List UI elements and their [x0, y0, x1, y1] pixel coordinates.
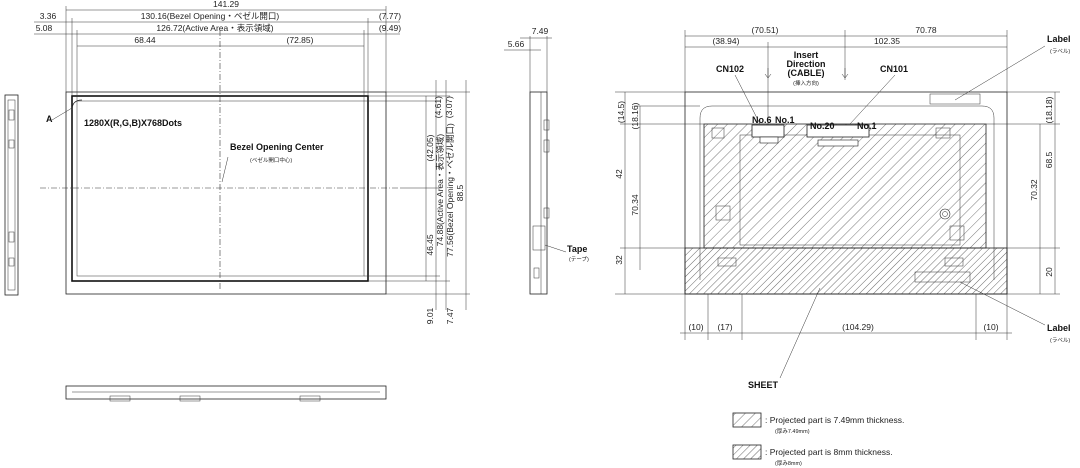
bottom-edge-view [65, 385, 387, 402]
rear-view: (70.51) 70.78 (38.94) 102.35 Insert Dire… [614, 25, 1071, 390]
rear-dim-right-bottom: 102.35 [874, 36, 900, 46]
dim-lower-half: 46.45 [425, 234, 435, 256]
dim-top-active: (3.07) [444, 96, 454, 118]
rear-dim-bottom-d: (10) [983, 322, 998, 332]
dim-bottom-active: 7.47 [445, 307, 455, 324]
rear-dim-right-bottom: 20 [1044, 267, 1054, 277]
legend-text-7-49mm: : Projected part is 7.49mm thickness. [765, 415, 904, 425]
rear-dim-left-mid: 70.34 [630, 194, 640, 216]
legend-sub-7-49mm: (厚み7.49mm) [775, 428, 810, 435]
resolution-label: 1280X(R,G,B)X768Dots [84, 118, 182, 128]
cn101-connector [806, 124, 870, 138]
rear-dim-left-lower: 32 [614, 255, 624, 265]
dim-upper-half: (42.05) [425, 134, 435, 161]
bezel-center-jp: (ベゼル開口中心) [250, 156, 292, 164]
tape-label: Tape [567, 244, 587, 254]
rear-dim-right-top: 70.78 [915, 25, 937, 35]
legend-swatch-8mm [732, 444, 762, 460]
pin-no1-cn102-label: No.1 [775, 115, 795, 125]
label-bottom: Label [1047, 323, 1071, 333]
insert-direction-line3: (CABLE) [788, 68, 825, 78]
rear-dim-right-top: (18.18) [1044, 96, 1054, 123]
dim-bezel-right: (7.77) [379, 11, 401, 21]
dim-bezel-opening-v: 77.56(Bezel Opening・ベゼル開口) [445, 123, 455, 257]
cn102-label: CN102 [716, 64, 744, 74]
bezel-center-label: Bezel Opening Center [230, 142, 324, 152]
rear-dim-left-bottom: (38.94) [713, 36, 740, 46]
hatched-region-8mm [684, 247, 1008, 295]
dim-top-bezel: (4.61) [433, 96, 443, 118]
insert-arrow-right-icon [841, 68, 849, 79]
rear-dim-bottom-c: (104.29) [842, 322, 874, 332]
tape-label-jp: (テープ) [569, 256, 589, 263]
dim-overall-height: 88.5 [455, 184, 465, 201]
tape-block [532, 225, 546, 251]
active-area [76, 100, 365, 277]
dim-active-area-v: 74.88(Active Area・表示領域) [435, 134, 445, 247]
cn102-connector [751, 124, 785, 138]
dim-center-left: 68.44 [134, 35, 156, 45]
rear-dim-bottom-b: (17) [717, 322, 732, 332]
rear-dim-bottom-a: (10) [688, 322, 703, 332]
rear-dim-left-top-b: (18.16) [630, 102, 640, 129]
legend-sub-8mm: (厚み8mm) [775, 460, 802, 467]
label-top-jp: (ラベル) [1050, 48, 1070, 55]
side-dim-top: 7.49 [532, 26, 549, 36]
dim-overall-width: 141.29 [213, 0, 239, 9]
label-area-bottom [914, 271, 971, 283]
pin-no20-label: No.20 [810, 121, 835, 131]
insert-direction-jp: (挿入方向) [793, 79, 819, 87]
pin-no1-cn101-label: No.1 [857, 121, 877, 131]
label-top: Label [1047, 34, 1071, 44]
legend: : Projected part is 7.49mm thickness. (厚… [732, 412, 904, 467]
dim-center-right: (72.85) [287, 35, 314, 45]
dim-active-left: 5.08 [36, 23, 53, 33]
cn101-label: CN101 [880, 64, 908, 74]
label-bottom-jp: (ラベル) [1050, 337, 1070, 344]
dim-active-right: (9.49) [379, 23, 401, 33]
sheet-label: SHEET [748, 380, 779, 390]
insert-direction-line2: Direction [786, 59, 825, 69]
rear-dim-left-top: (70.51) [752, 25, 779, 35]
dim-bezel-opening: 130.16(Bezel Opening・ベゼル開口) [141, 11, 280, 21]
dim-active-area: 126.72(Active Area・表示領域) [156, 23, 273, 33]
insert-arrow-left-icon [764, 68, 772, 79]
marker-a: A [46, 114, 53, 124]
left-edge-view [4, 94, 19, 296]
legend-swatch-7-49mm [732, 412, 762, 428]
front-view: 141.29 3.36 130.16(Bezel Opening・ベゼル開口) … [34, 0, 470, 324]
rear-dim-left-top-a: (14.5) [616, 101, 626, 123]
rear-dim-right-mid: 70.32 [1029, 179, 1039, 201]
dim-bottom-bezel: 9.01 [425, 307, 435, 324]
dim-bezel-left: 3.36 [40, 11, 57, 21]
rear-dim-right-upper: 68.5 [1044, 151, 1054, 168]
pin-no6-label: No.6 [752, 115, 772, 125]
side-view: 7.49 5.66 Tape (テープ) [504, 26, 589, 295]
panel-outline [65, 91, 387, 295]
rear-dim-left-upper: 42 [614, 169, 624, 179]
side-dim-left: 5.66 [508, 39, 525, 49]
legend-text-8mm: : Projected part is 8mm thickness. [765, 447, 893, 457]
insert-direction-line1: Insert [794, 50, 819, 60]
label-area-top [929, 93, 981, 105]
